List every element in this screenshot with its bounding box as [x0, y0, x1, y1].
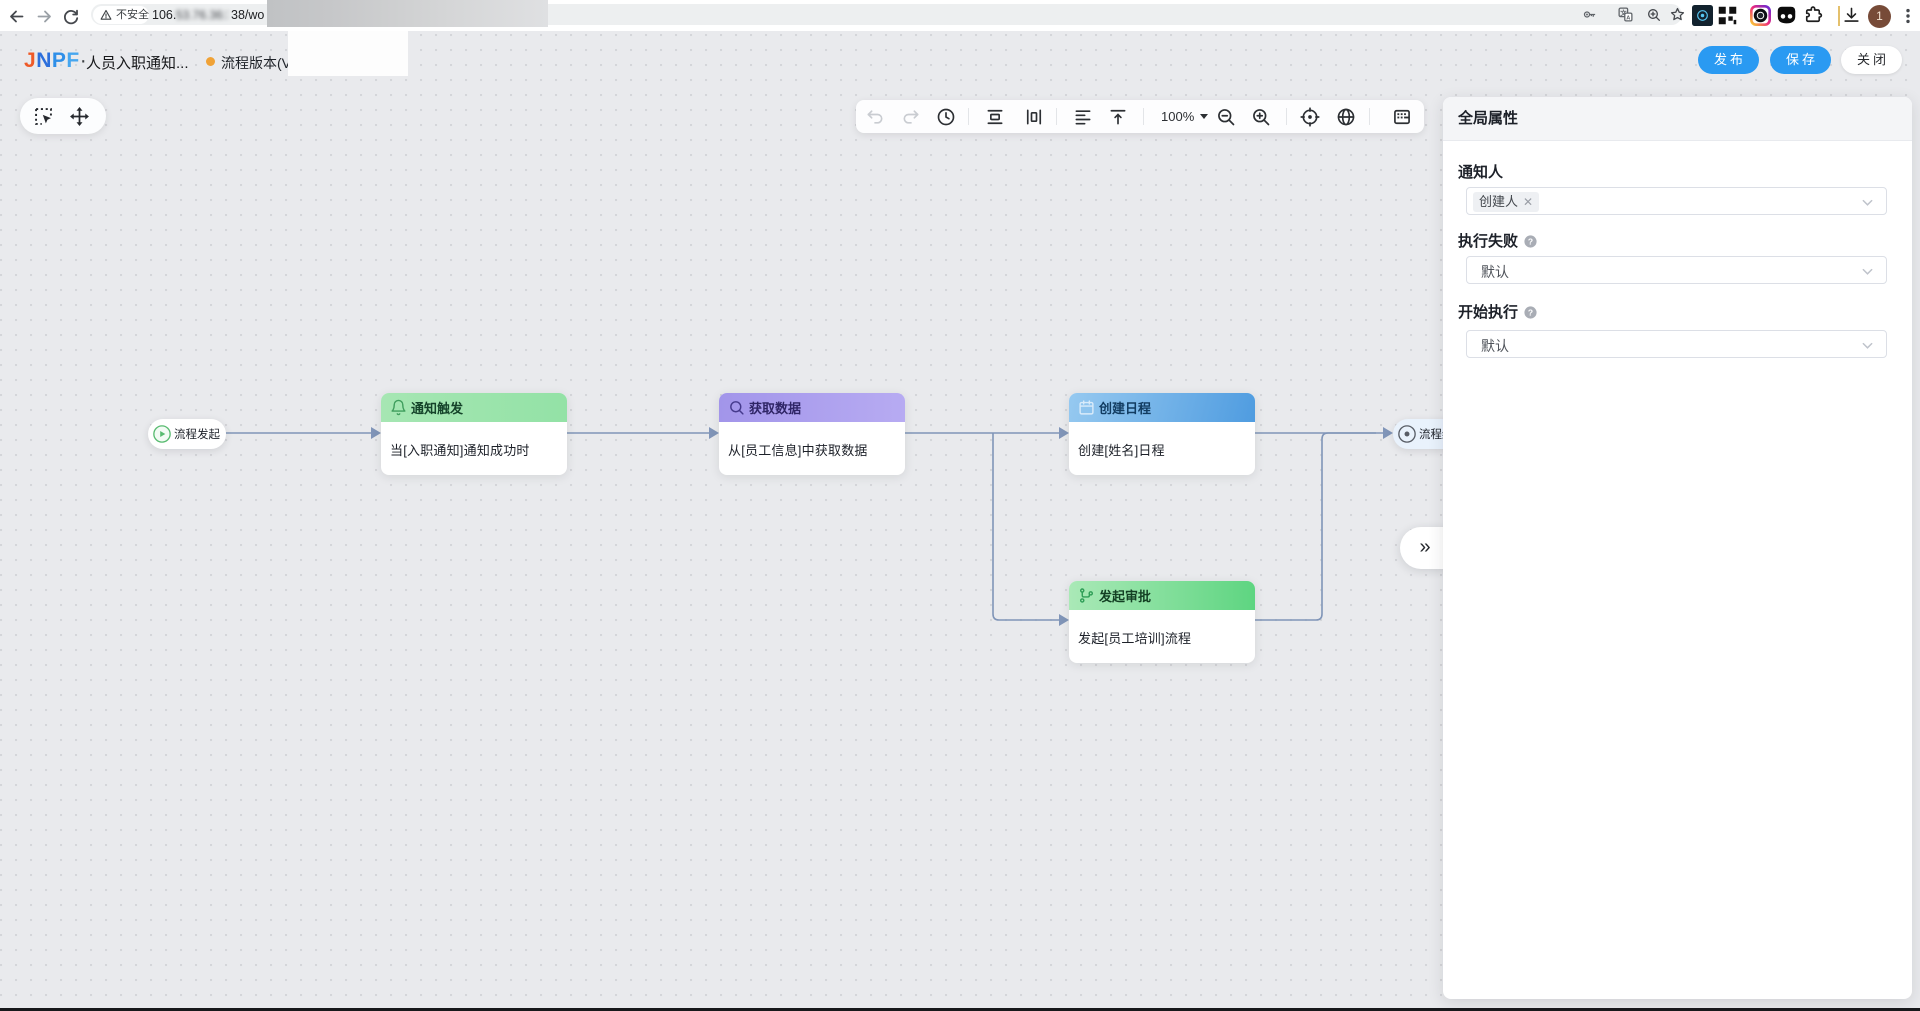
svg-text:文: 文 [1620, 8, 1627, 17]
svg-text:?: ? [1528, 307, 1533, 317]
svg-text:?: ? [1528, 236, 1533, 246]
svg-text:A: A [1626, 15, 1630, 21]
